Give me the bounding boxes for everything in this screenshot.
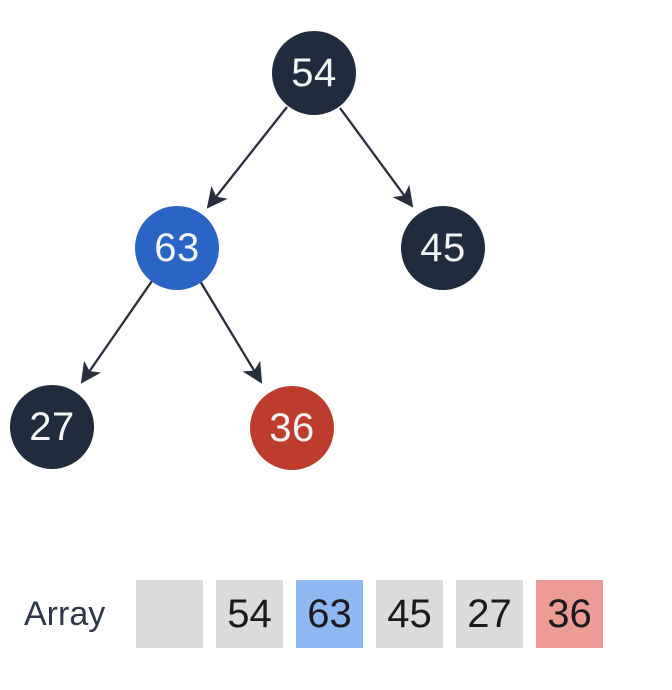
array-cell-1: 54: [216, 580, 283, 648]
array-cell-3: 45: [376, 580, 443, 648]
array-label: Array: [24, 594, 106, 633]
tree-node-45: 45: [401, 206, 485, 290]
array-cell-5: 36: [536, 580, 603, 648]
edge-63-27: [80, 280, 153, 384]
array-cell-2: 63: [296, 580, 363, 648]
tree-node-54: 54: [272, 31, 356, 115]
edge-54-63: [206, 106, 288, 209]
tree-node-63: 63: [135, 206, 219, 290]
array-cell-0: [136, 580, 203, 648]
tree-node-27: 27: [10, 385, 94, 469]
edge-63-36: [199, 280, 263, 384]
tree-node-36: 36: [250, 386, 334, 470]
edge-54-45: [339, 107, 414, 208]
array-row: 54 63 45 27 36: [136, 580, 603, 648]
array-cell-4: 27: [456, 580, 523, 648]
